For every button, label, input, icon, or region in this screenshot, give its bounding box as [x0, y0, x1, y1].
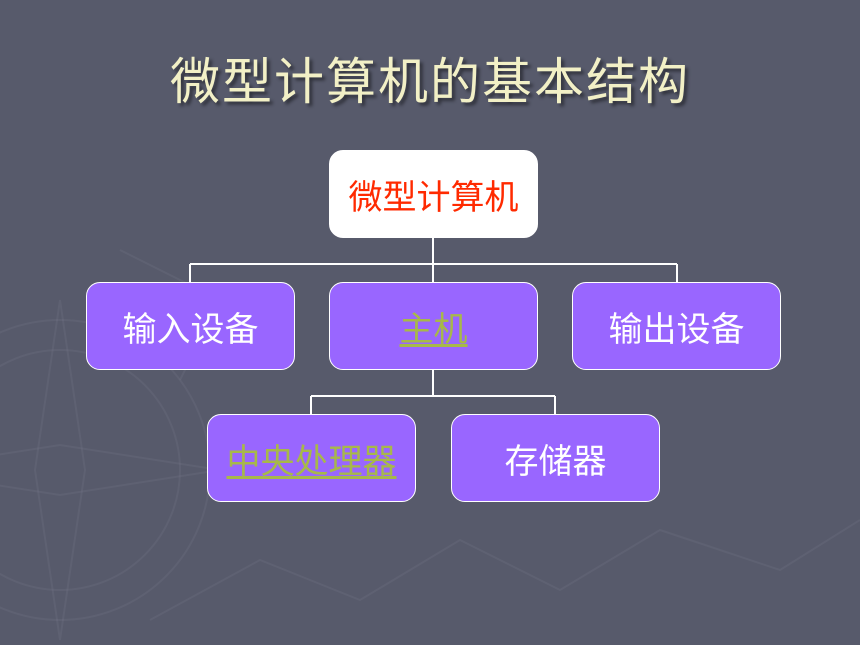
- node-host-link[interactable]: 主机: [399, 309, 468, 350]
- node-input-device-label: 输入设备: [122, 309, 259, 350]
- node-cpu[interactable]: 中央处理器: [207, 414, 416, 502]
- node-memory-label: 存储器: [504, 441, 607, 482]
- node-output-device: 输出设备: [572, 282, 781, 370]
- slide-title: 微型计算机的基本结构: [170, 53, 690, 111]
- node-input-device: 输入设备: [86, 282, 295, 370]
- node-output-device-label: 输出设备: [608, 309, 745, 350]
- node-cpu-link[interactable]: 中央处理器: [226, 441, 397, 482]
- node-host[interactable]: 主机: [329, 282, 538, 370]
- node-microcomputer: 微型计算机: [329, 150, 538, 238]
- node-memory: 存储器: [451, 414, 660, 502]
- node-microcomputer-label: 微型计算机: [348, 177, 519, 218]
